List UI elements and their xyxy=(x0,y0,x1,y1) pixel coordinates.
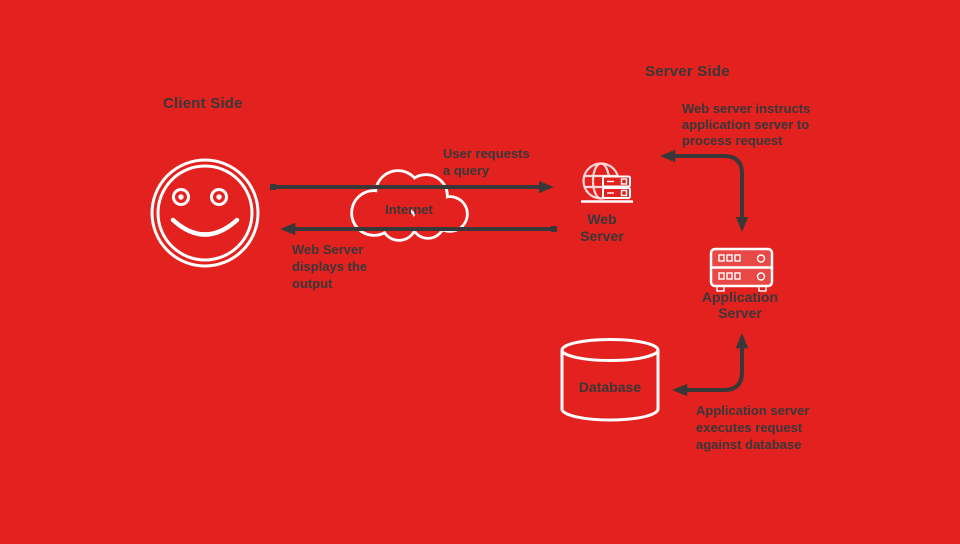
web-to-app-connector xyxy=(660,149,749,232)
client-side-heading: Client Side xyxy=(163,95,243,112)
web-to-app-annotation: Web server instructs application server … xyxy=(682,101,811,148)
user-request-annotation: User requests a query xyxy=(443,146,530,178)
web-server-icon xyxy=(581,162,633,203)
web-server-label: Web Server xyxy=(580,211,624,244)
app-to-db-connector xyxy=(672,333,749,397)
app-to-db-annotation: Application server executes request agai… xyxy=(696,403,810,452)
request-arrow xyxy=(270,180,554,194)
database-cylinder-icon xyxy=(560,338,660,422)
server-response-annotation: Web Server displays the output xyxy=(292,242,368,291)
server-side-heading: Server Side xyxy=(645,63,730,80)
response-arrow xyxy=(280,222,557,236)
application-server-icon xyxy=(709,247,774,292)
internet-label: Internet xyxy=(385,202,433,217)
smiley-face-icon xyxy=(150,158,260,268)
database-label: Database xyxy=(578,379,642,395)
application-server-label: Application Server xyxy=(701,289,779,321)
